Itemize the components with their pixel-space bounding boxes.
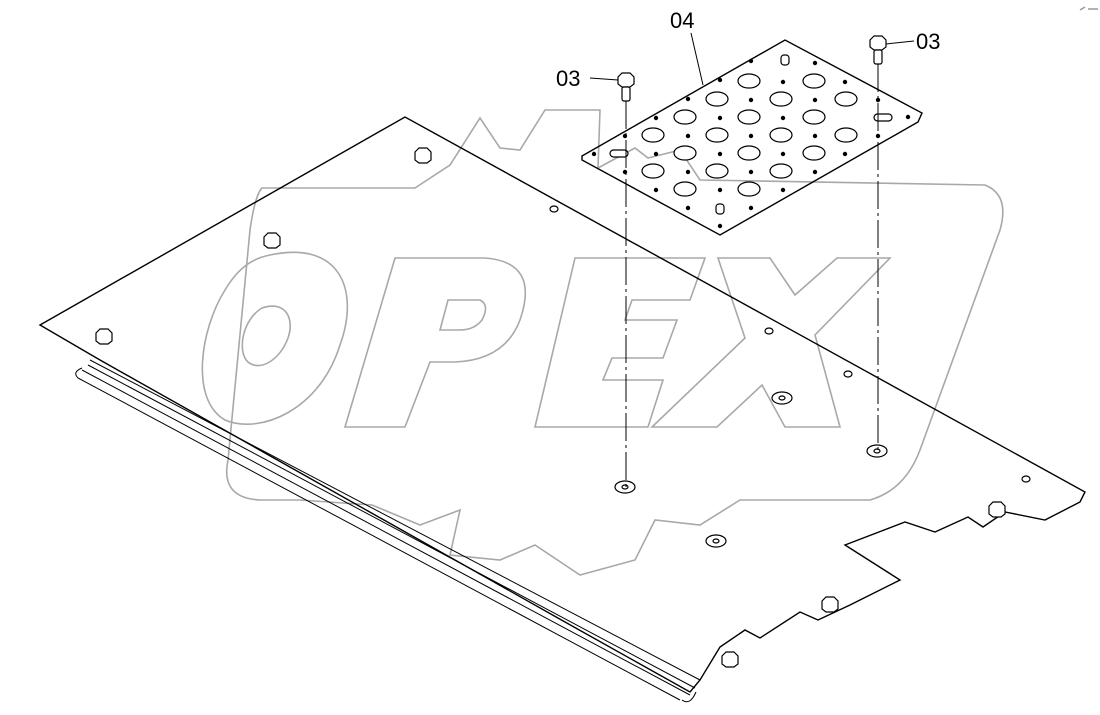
bolt-right [869, 35, 887, 451]
watermark-letter-o [201, 251, 349, 425]
leader-04 [690, 32, 704, 86]
watermark-letter-p [343, 257, 527, 428]
floor-plate [38, 116, 1086, 703]
step-plate [581, 39, 923, 236]
callout-03-right-label: 03 [916, 29, 940, 54]
edge-trim-strip [77, 359, 701, 701]
corner-mark-icon [1079, 6, 1098, 11]
gear-watermark-outline [226, 109, 1004, 576]
bolt-left [617, 72, 635, 487]
callout-03-left-label: 03 [556, 66, 580, 91]
watermark-letter-e [533, 257, 707, 428]
callout-04-label: 04 [670, 8, 694, 33]
hex-nuts [95, 147, 1006, 668]
hex-bolt-icon [869, 35, 887, 51]
opex-watermark [201, 109, 1004, 576]
plate-holes [549, 205, 1031, 548]
watermark-letter-x [650, 257, 892, 428]
floor-plate-outline [38, 116, 1086, 693]
leader-03-right [885, 40, 915, 45]
step-plate-perforations [591, 54, 911, 229]
step-plate-outline [581, 39, 923, 236]
leader-03-left [589, 77, 619, 81]
hex-bolt-icon [617, 72, 635, 88]
